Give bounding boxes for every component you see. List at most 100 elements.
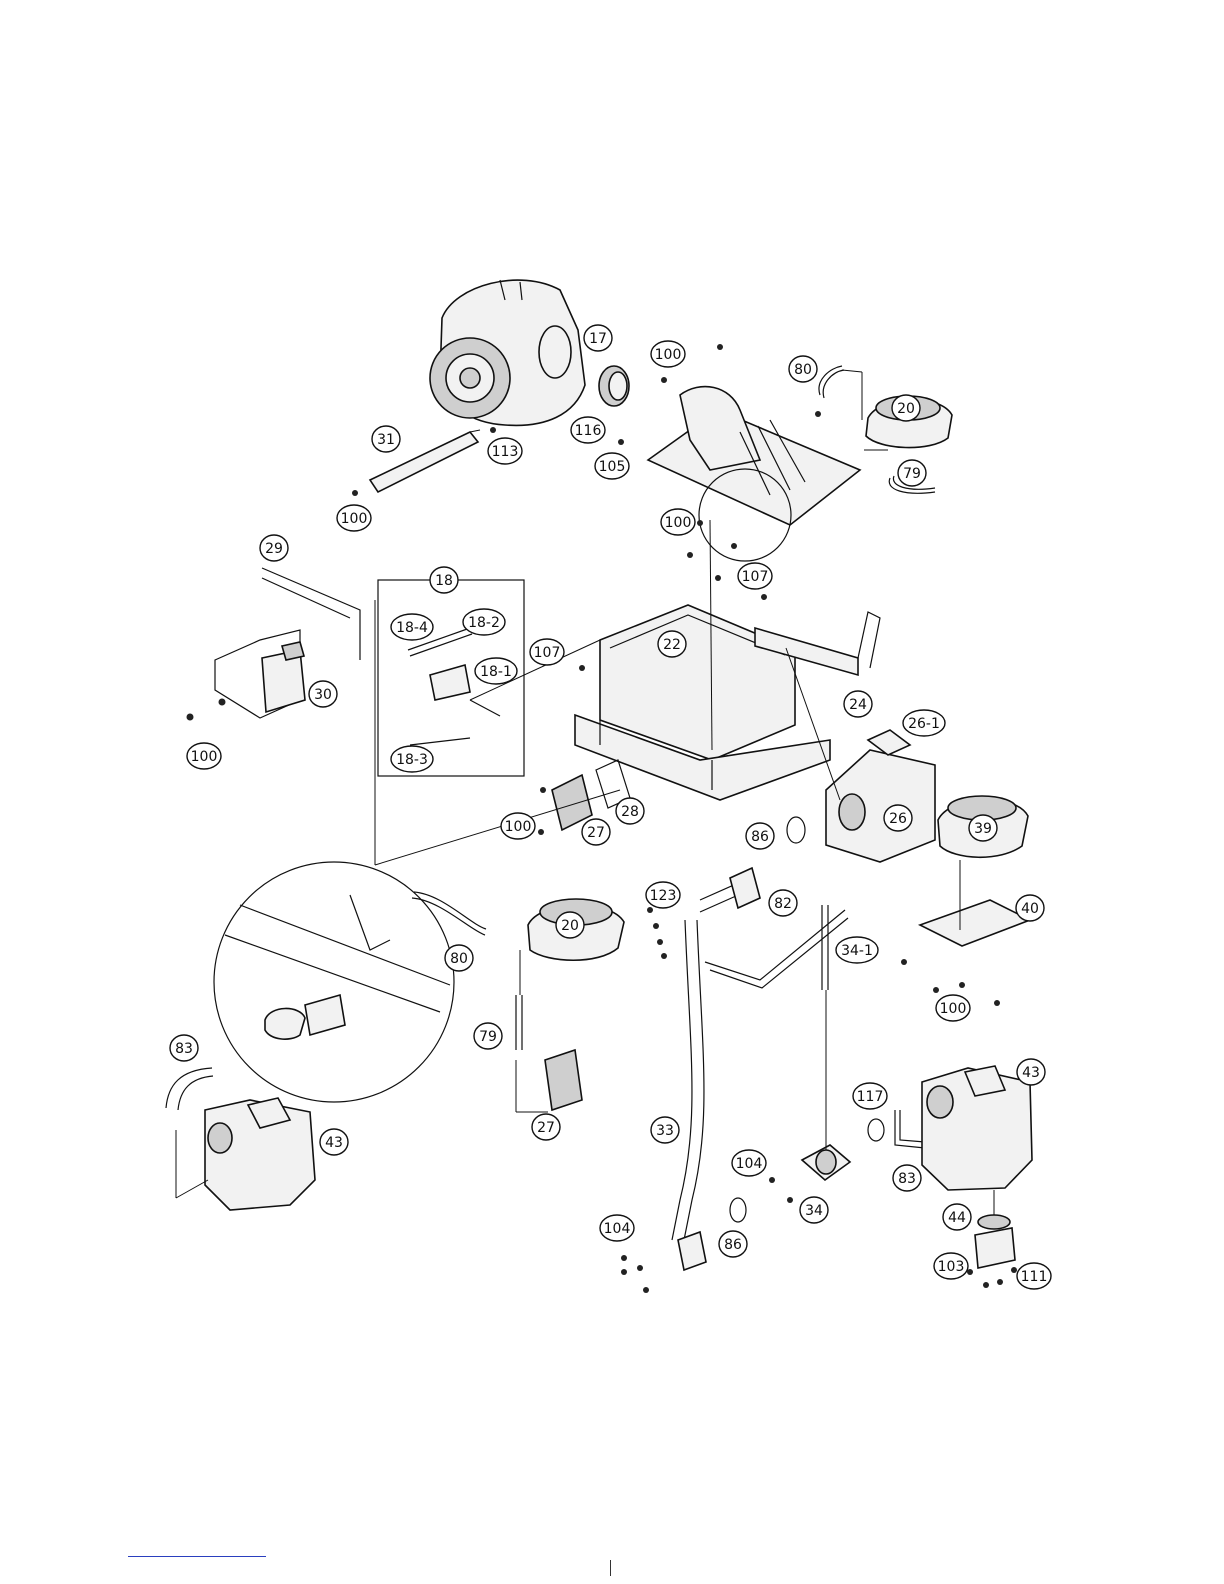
- callout-label: 18-4: [396, 620, 428, 636]
- callout-c17: 17: [584, 325, 612, 351]
- callout-c39: 39: [969, 815, 997, 841]
- callout-label: 33: [656, 1123, 674, 1139]
- callout-label: 30: [314, 687, 332, 703]
- callout-label: 27: [587, 825, 605, 841]
- callout-c31: 31: [372, 426, 400, 452]
- callout-label: 26: [889, 811, 907, 827]
- callout-c83a: 83: [170, 1035, 198, 1061]
- water-valve-43-right: [922, 1066, 1032, 1190]
- callout-label: 80: [794, 362, 812, 378]
- callout-label: 31: [377, 432, 395, 448]
- callout-c18-2: 18-2: [463, 609, 505, 635]
- flange-34: [802, 1145, 850, 1180]
- callout-c105: 105: [595, 453, 629, 479]
- callout-label: 100: [940, 1001, 967, 1017]
- o-ring-117: [868, 1119, 884, 1141]
- callout-c86b: 86: [719, 1231, 747, 1257]
- callout-label: 83: [175, 1041, 193, 1057]
- blower-fan: [430, 280, 585, 425]
- callout-c86a: 86: [746, 823, 774, 849]
- callout-c100f: 100: [936, 995, 970, 1021]
- callout-label: 40: [1021, 901, 1039, 917]
- callout-c18: 18: [430, 567, 458, 593]
- callout-label: 117: [857, 1089, 884, 1105]
- callout-label: 100: [665, 515, 692, 531]
- callout-label: 39: [974, 821, 992, 837]
- callout-label: 100: [191, 749, 218, 765]
- callout-label: 18: [435, 573, 453, 589]
- callout-label: 79: [903, 466, 921, 482]
- gas-pipe-33: [672, 868, 760, 1270]
- sight-glass-27: [552, 775, 592, 830]
- hose-80-bottom: [412, 892, 486, 935]
- callout-c107a: 107: [738, 563, 772, 589]
- callout-c26-1: 26-1: [903, 710, 945, 736]
- callout-c24: 24: [844, 691, 872, 717]
- callout-label: 100: [341, 511, 368, 527]
- callout-c28: 28: [616, 798, 644, 824]
- callout-c22: 22: [658, 631, 686, 657]
- callout-c116: 116: [571, 417, 605, 443]
- callout-label: 116: [575, 423, 602, 439]
- callout-label: 82: [774, 896, 792, 912]
- callout-c18-3: 18-3: [391, 746, 433, 772]
- callout-label: 80: [450, 951, 468, 967]
- callout-c33: 33: [651, 1117, 679, 1143]
- o-ring-86-top: [787, 817, 805, 843]
- callout-label: 34: [805, 1203, 823, 1219]
- burner-chamber: [575, 605, 830, 800]
- footer-link-underline: [128, 1556, 266, 1557]
- flow-sensor-44: [975, 1215, 1015, 1268]
- callout-c80b: 80: [445, 945, 473, 971]
- callout-label: 20: [897, 401, 915, 417]
- clip-83-right: [895, 1110, 925, 1148]
- electrode-set: [408, 628, 500, 745]
- callout-c100b: 100: [337, 505, 371, 531]
- igniter-30: [262, 642, 305, 712]
- callout-c34-1: 34-1: [836, 937, 878, 963]
- callout-c43b: 43: [320, 1129, 348, 1155]
- water-valve-43-left: [205, 1098, 315, 1210]
- callout-c27b: 27: [532, 1114, 560, 1140]
- callout-c18-4: 18-4: [391, 614, 433, 640]
- callout-c44: 44: [943, 1204, 971, 1230]
- callout-c100d: 100: [187, 743, 221, 769]
- callout-label: 111: [1021, 1269, 1048, 1285]
- callout-c43a: 43: [1017, 1059, 1045, 1085]
- callout-c27a: 27: [582, 819, 610, 845]
- callout-c113: 113: [488, 438, 522, 464]
- callout-label: 43: [1022, 1065, 1040, 1081]
- callout-c100c: 100: [661, 509, 695, 535]
- pipe-82: [705, 910, 848, 988]
- callout-c123: 123: [646, 882, 680, 908]
- callout-c107b: 107: [530, 639, 564, 665]
- callout-c100a: 100: [651, 341, 685, 367]
- callout-label: 43: [325, 1135, 343, 1151]
- callout-label: 22: [663, 637, 681, 653]
- pipe-34-1: [822, 905, 828, 990]
- callout-label: 44: [948, 1210, 966, 1226]
- callout-label: 100: [505, 819, 532, 835]
- callout-label: 18-3: [396, 752, 428, 768]
- callout-c100e: 100: [501, 813, 535, 839]
- callout-label: 104: [736, 1156, 763, 1172]
- callout-label: 17: [589, 331, 607, 347]
- callout-label: 29: [265, 541, 283, 557]
- detail-magnifier: [214, 862, 454, 1102]
- callout-label: 34-1: [841, 943, 873, 959]
- callout-label: 86: [751, 829, 769, 845]
- callout-c30: 30: [309, 681, 337, 707]
- callout-label: 79: [479, 1029, 497, 1045]
- callout-label: 113: [492, 444, 519, 460]
- plate-40: [920, 900, 1030, 946]
- callout-c79b: 79: [474, 1023, 502, 1049]
- callout-c103: 103: [934, 1253, 968, 1279]
- callout-c26: 26: [884, 805, 912, 831]
- hose-83-left: [166, 1068, 213, 1110]
- sight-glass-27-middle: [545, 1050, 582, 1110]
- callout-c82: 82: [769, 890, 797, 916]
- callout-label: 20: [561, 918, 579, 934]
- callout-label: 18-2: [468, 615, 500, 631]
- o-ring-86-bottom: [730, 1198, 746, 1222]
